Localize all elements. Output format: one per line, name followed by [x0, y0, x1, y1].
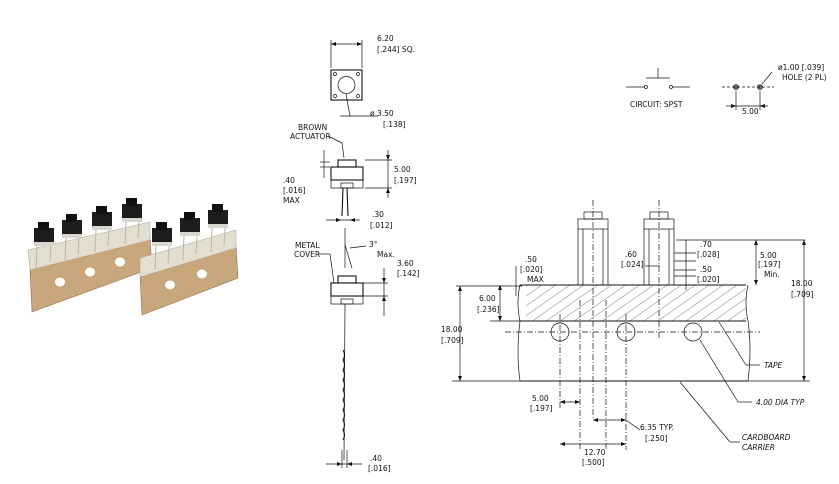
- side-max-mm: .40: [283, 176, 295, 185]
- lead-thk-in: [.012]: [370, 221, 393, 230]
- top-actuator-dia-in: [.138]: [383, 120, 406, 129]
- tape-1270-in: [.500]: [582, 458, 605, 467]
- tape-drawing: .50 [.020] MAX 6.00 [.236] 18.00 [.709] …: [441, 200, 814, 467]
- tape-min-mm: 5.00: [760, 251, 777, 260]
- cover-label-2: COVER: [294, 250, 320, 259]
- tape-min-in: [.197]: [758, 260, 781, 269]
- tape-min-word: Min.: [764, 270, 780, 279]
- side-height-in: [.197]: [394, 176, 417, 185]
- side-view-upper: BROWN ACTUATOR 5.00 [.197] .40 [.016] MA…: [283, 123, 417, 230]
- top-width-in: [.244] SQ.: [377, 45, 415, 54]
- tape-switch-1: [577, 211, 609, 285]
- hole-note: HOLE (2 PL): [782, 73, 827, 82]
- carrier-label-1: CARDBOARD: [742, 433, 791, 442]
- tape-600-in: [.236]: [477, 305, 500, 314]
- tape-left18-in: [.709]: [441, 336, 464, 345]
- lead-thk-mm: .30: [372, 210, 384, 219]
- top-width-mm: 6.20: [377, 34, 394, 43]
- cover-label-1: METAL: [295, 241, 320, 250]
- tape-600-mm: 6.00: [479, 294, 496, 303]
- tape-635-mm: 6.35 TYP.: [640, 423, 674, 432]
- tape-635-in: [.250]: [645, 434, 668, 443]
- tape-right18-in: [.709]: [791, 290, 814, 299]
- switch-photo-3: [92, 206, 112, 253]
- side-view-lower: 3° Max. METAL COVER 3.60 [.142] .40 [.01…: [294, 228, 420, 473]
- tape-050-in: [.020]: [697, 275, 720, 284]
- tape-max-mm: .50: [525, 255, 537, 264]
- bottom-lead-mm: .40: [370, 454, 382, 463]
- tape-right18-mm: 18.00: [791, 279, 813, 288]
- hole-dia-label: 4.00 DIA TYP: [756, 398, 805, 407]
- circuit-schematic: CIRCUIT: SPST 5.00 ø1.00 [.039] HOLE (2 …: [626, 63, 827, 116]
- tape-label: TAPE: [764, 361, 783, 370]
- actuator-label-2: ACTUATOR: [290, 132, 331, 141]
- carrier-label-2: CARRIER: [742, 443, 775, 452]
- tape-1270-mm: 12.70: [584, 448, 606, 457]
- tape-060-mm: .60: [625, 250, 637, 259]
- actuator-label-1: BROWN: [298, 123, 327, 132]
- tape-max-word: MAX: [527, 275, 544, 284]
- product-photo: [27, 198, 239, 316]
- circuit-spacing: 5.00: [742, 107, 759, 116]
- tape-050-mm: .50: [700, 265, 712, 274]
- switch-photo-2: [62, 214, 82, 261]
- bottom-lead-in: [.016]: [368, 464, 391, 473]
- hole-dia: ø1.00 [.039]: [778, 63, 824, 72]
- tape-500-mm: 5.00: [532, 394, 549, 403]
- angle-value: 3°: [369, 240, 378, 249]
- switch-photo-1: [34, 222, 54, 269]
- tape-500-in: [.197]: [530, 404, 553, 413]
- tape-060-in: [.024]: [621, 260, 644, 269]
- side-height2-mm: 3.60: [397, 259, 414, 268]
- side-height-mm: 5.00: [394, 165, 411, 174]
- switch-photo-6: [180, 212, 200, 261]
- tape-070-mm: .70: [700, 240, 712, 249]
- side-max-word: MAX: [283, 196, 300, 205]
- top-view: 6.20 [.244] SQ. ø 3.50 [.138]: [330, 34, 415, 129]
- tape-070-in: [.028]: [697, 250, 720, 259]
- switch-photo-4: [122, 198, 142, 245]
- tape-left18-mm: 18.00: [441, 325, 463, 334]
- switch-photo-7: [208, 204, 228, 253]
- side-max-in: [.016]: [283, 186, 306, 195]
- circuit-label: CIRCUIT: SPST: [630, 100, 683, 109]
- tape-max-in: [.020]: [520, 265, 543, 274]
- side-height2-in: [.142]: [397, 269, 420, 278]
- switch-photo-5: [152, 222, 172, 271]
- angle-note: Max.: [377, 250, 395, 259]
- top-actuator-dia-mm: ø 3.50: [370, 109, 394, 118]
